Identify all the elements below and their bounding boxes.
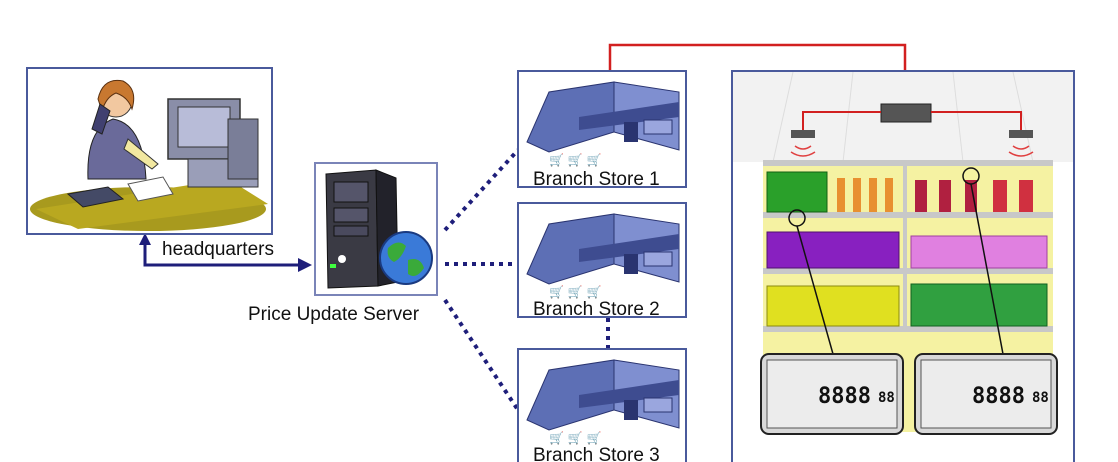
- branch-store-3-label: Branch Store 3: [533, 445, 660, 462]
- store-building-icon: 🛒 🛒 🛒: [526, 81, 680, 167]
- headquarters-label: headquarters: [162, 239, 274, 260]
- branch-store-1-panel: 🛒 🛒 🛒 Branch Store 1: [517, 70, 687, 188]
- office-worker-illustration: [30, 79, 268, 231]
- dotted-link-store-3: [443, 298, 520, 412]
- branch-store-2-panel: 🛒 🛒 🛒 Branch Store 2: [517, 202, 687, 318]
- branch-store-3-panel: 🛒 🛒 🛒 Branch Store 3: [517, 348, 687, 462]
- price-tag-1-cents: 88: [878, 390, 895, 406]
- svg-text:🛒 🛒 🛒: 🛒 🛒 🛒: [549, 431, 602, 445]
- dotted-link-store-1: [443, 148, 520, 232]
- price-tag-1-price: 8888: [818, 384, 871, 409]
- svg-text:🛒 🛒 🛒: 🛒 🛒 🛒: [549, 153, 602, 167]
- price-tag-2-cents: 88: [1032, 390, 1049, 406]
- store-building-icon: 🛒 🛒 🛒: [526, 213, 680, 299]
- arrow-head-right: [298, 258, 312, 272]
- server-panel: [314, 162, 438, 296]
- price-tag-2-price: 8888: [972, 384, 1025, 409]
- hq-server-link: [143, 237, 305, 267]
- globe-icon: [379, 231, 433, 285]
- svg-text:🛒 🛒 🛒: 🛒 🛒 🛒: [549, 285, 602, 299]
- server-label: Price Update Server: [248, 304, 420, 325]
- store-shelf-panel: 8888 88 8888 88: [731, 70, 1075, 462]
- shelf-illustration: [733, 72, 1073, 435]
- arrow-head-up: [139, 233, 151, 245]
- branch-store-1-label: Branch Store 1: [533, 169, 660, 188]
- headquarters-panel: [26, 67, 273, 235]
- store-building-icon: 🛒 🛒 🛒: [526, 359, 680, 445]
- branch-store-2-label: Branch Store 2: [533, 299, 660, 318]
